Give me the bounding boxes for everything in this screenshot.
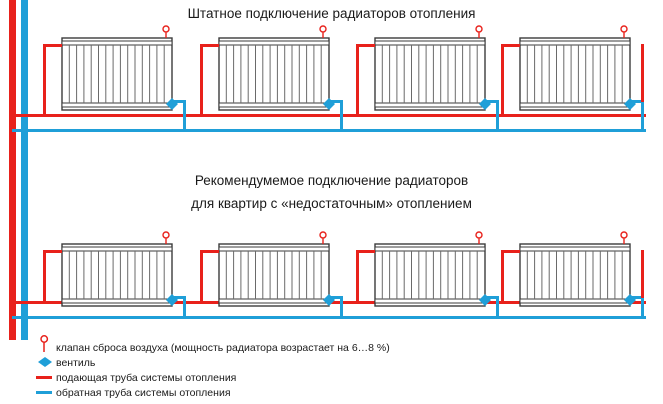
radiator-top-2 <box>200 25 343 131</box>
riser-return-blue <box>21 0 28 340</box>
title-middle-line1: Рекомендумемое подключение радиаторов <box>194 173 469 188</box>
top-return-line <box>12 129 646 132</box>
blue-line-icon <box>36 391 52 394</box>
legend-item-air-valve: клапан сброса воздуха (мощность радиатор… <box>56 342 390 354</box>
title-middle-line2: для квартир с «недостаточным» отоплением <box>191 196 472 211</box>
radiator-bottom-1 <box>43 231 186 318</box>
bottom-return-line <box>12 316 646 319</box>
title-top: Штатное подключение радиаторов отопления <box>187 6 476 21</box>
radiator-bottom-2 <box>200 231 343 318</box>
red-line-icon <box>36 376 52 379</box>
top-supply-line <box>12 114 646 117</box>
bottom-row-group <box>12 231 646 319</box>
legend-icons <box>36 335 52 394</box>
radiator-bottom-3 <box>356 231 499 318</box>
radiator-top-4 <box>501 25 644 131</box>
radiator-top-1 <box>43 25 186 131</box>
valve-icon <box>38 357 52 367</box>
radiator-bottom-4 <box>501 231 644 318</box>
top-row-group <box>12 25 646 132</box>
radiator-top-3 <box>356 25 499 131</box>
legend-item-supply-pipe: подающая труба системы отопления <box>56 372 237 384</box>
legend-item-valve: вентиль <box>56 357 96 369</box>
air-valve-icon <box>40 335 49 352</box>
riser-supply-red <box>9 0 16 340</box>
legend-item-return-pipe: обратная труба системы отопления <box>56 387 231 399</box>
